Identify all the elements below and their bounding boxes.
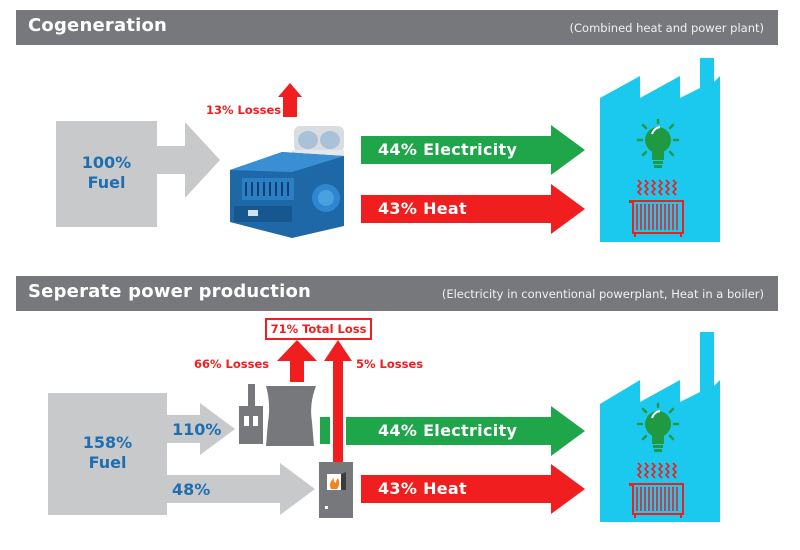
cogeneration-header: Cogeneration (Combined heat and power pl…: [16, 10, 778, 45]
power-plant-icon: [239, 384, 316, 446]
fuel-percent: 100%: [81, 153, 132, 172]
fuel-label: Fuel: [87, 173, 126, 192]
fuel-box: [48, 393, 167, 515]
electricity-label: 44% Electricity: [378, 421, 518, 440]
radiator-icon: [629, 462, 684, 518]
chp-engine-icon: [230, 126, 344, 238]
fuel-box: [56, 121, 157, 227]
separate-title: Seperate power production: [28, 281, 312, 302]
boiler-icon: [319, 462, 353, 518]
losses-label: 13% Losses: [206, 103, 282, 117]
light-bulb-icon: [636, 118, 680, 168]
to-boiler-label: 48%: [172, 480, 211, 499]
cogeneration-subtitle: (Combined heat and power plant): [569, 21, 764, 35]
heat-label: 43% Heat: [378, 479, 467, 498]
light-bulb-icon: [636, 402, 680, 452]
boiler-losses-label: 5% Losses: [356, 357, 424, 371]
heat-label: 43% Heat: [378, 199, 467, 218]
separate-header: Seperate power production (Electricity i…: [16, 276, 778, 311]
fuel-label: Fuel: [88, 453, 127, 472]
radiator-icon: [629, 179, 684, 237]
total-loss-box: 71% Total Loss: [265, 318, 372, 340]
cogeneration-title: Cogeneration: [28, 15, 168, 36]
fuel-percent: 158%: [82, 433, 133, 452]
fuel-text: 158% Fuel: [48, 433, 167, 473]
powerplant-losses-label: 66% Losses: [194, 357, 270, 371]
to-powerplant-label: 110%: [172, 420, 222, 439]
factory-icon: [600, 58, 720, 242]
factory-icon: [600, 332, 720, 522]
separate-subtitle: (Electricity in conventional powerplant,…: [441, 287, 764, 301]
fuel-text: 100% Fuel: [56, 153, 157, 193]
electricity-label: 44% Electricity: [378, 140, 518, 159]
